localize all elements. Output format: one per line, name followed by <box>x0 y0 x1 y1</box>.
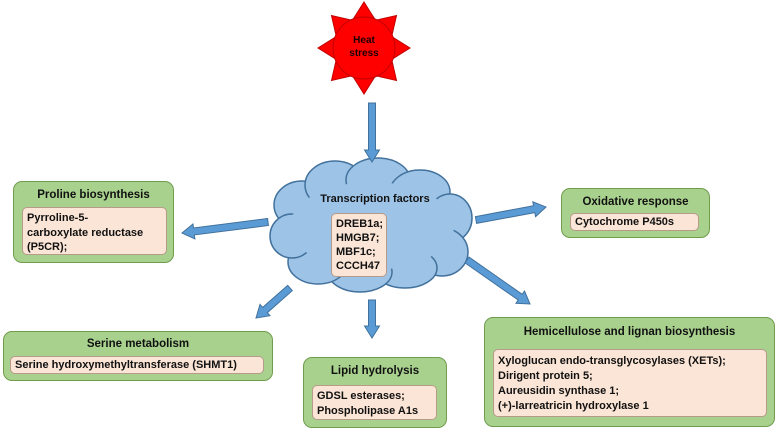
transcription-factors-list: DREB1a; HMGB7; MBF1c; CCCH47 <box>331 213 387 277</box>
arrow-to-serine <box>255 284 294 319</box>
oxidative-title: Oxidative response <box>582 196 689 208</box>
tf-item: DREB1a; <box>336 218 384 230</box>
tf-item: HMGB7; <box>336 232 380 244</box>
proline-biosynthesis-box: Proline biosynthesis Pyrroline-5- carbox… <box>13 181 174 263</box>
hemicellulose-title: Hemicellulose and lignan biosynthesis <box>523 326 736 338</box>
arrow-to-hemicellulose <box>464 256 531 305</box>
hemicellulose-line: Dirigent protein 5; <box>498 370 593 382</box>
proline-line: (P5CR); <box>27 241 68 253</box>
hemicellulose-line: Xyloglucan endo-transglycosylases (XETs)… <box>498 355 726 367</box>
arrow-heat-to-tf <box>363 102 381 163</box>
arrow-to-lipid <box>363 299 381 339</box>
lipid-title: Lipid hydrolysis <box>330 365 420 377</box>
serine-line: Serine hydroxymethyltransferase (SHMT1) <box>15 359 237 371</box>
lipid-line: GDSL esterases; <box>317 390 405 402</box>
proline-content: Pyrroline-5- carboxylate reductase (P5CR… <box>22 207 167 255</box>
serine-title: Serine metabolism <box>86 338 190 350</box>
hemicellulose-lignan-box: Hemicellulose and lignan biosynthesis Xy… <box>484 317 775 427</box>
hemicellulose-line: Aureusidin synthase 1; <box>498 385 620 397</box>
hemicellulose-content: Xyloglucan endo-transglycosylases (XETs)… <box>493 349 767 417</box>
lipid-content: GDSL esterases; Phospholipase A1s <box>312 385 437 420</box>
sun-icon <box>317 1 411 95</box>
proline-line: carboxylate reductase <box>27 226 144 239</box>
transcription-factors-title: Transcription factors <box>320 193 430 205</box>
lipid-line: Phospholipase A1s <box>317 404 419 417</box>
oxidative-response-box: Oxidative response Cytochrome P450s <box>561 188 710 238</box>
arrow-to-oxidative <box>474 200 547 224</box>
heat-stress-line1: Heat <box>353 35 375 46</box>
hemicellulose-line: (+)-larreatricin hydroxylase 1 <box>498 400 649 412</box>
serine-metabolism-box: Serine metabolism Serine hydroxymethyltr… <box>3 331 273 381</box>
oxidative-content: Cytochrome P450s <box>570 213 699 231</box>
oxidative-line: Cytochrome P450s <box>575 216 675 228</box>
serine-content: Serine hydroxymethyltransferase (SHMT1) <box>10 356 264 374</box>
heat-stress-label: Heat stress <box>339 35 389 60</box>
proline-title: Proline biosynthesis <box>37 189 150 201</box>
sun-core <box>332 16 396 80</box>
tf-item: CCCH47 <box>336 260 381 272</box>
proline-line: Pyrroline-5- <box>27 212 89 224</box>
tf-item: MBF1c; <box>336 246 376 258</box>
heat-stress-line2: stress <box>349 47 379 59</box>
arrow-to-proline <box>181 217 269 240</box>
lipid-hydrolysis-box: Lipid hydrolysis GDSL esterases; Phospho… <box>303 357 447 428</box>
